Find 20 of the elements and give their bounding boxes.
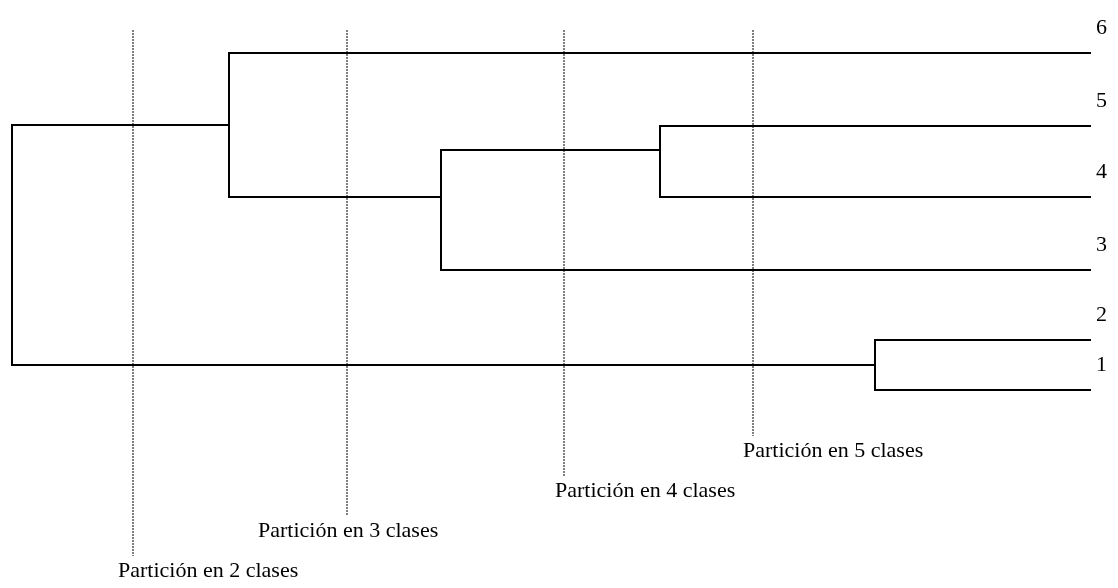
partition-label: Partición en 4 clases	[555, 478, 736, 502]
leaf-label: 5	[1096, 88, 1107, 112]
tree-branch	[875, 389, 1092, 391]
tree-branch	[229, 196, 441, 198]
tree-branch	[660, 125, 1092, 127]
tree-branch	[12, 364, 875, 366]
tree-branch	[12, 124, 229, 126]
leaf-label: 1	[1096, 352, 1107, 376]
tree-branch	[875, 339, 1092, 341]
partition-label: Partición en 2 clases	[118, 558, 299, 582]
leaf-label: 4	[1096, 159, 1107, 183]
leaf-label: 3	[1096, 232, 1107, 256]
leaf-label: 6	[1096, 15, 1107, 39]
tree-branch	[229, 52, 1092, 54]
tree-branch	[441, 149, 660, 151]
tree-branch	[660, 196, 1092, 198]
partition-label: Partición en 3 clases	[258, 518, 439, 542]
partition-label: Partición en 5 clases	[743, 438, 924, 462]
tree-branch	[441, 269, 1092, 271]
leaf-label: 2	[1096, 302, 1107, 326]
